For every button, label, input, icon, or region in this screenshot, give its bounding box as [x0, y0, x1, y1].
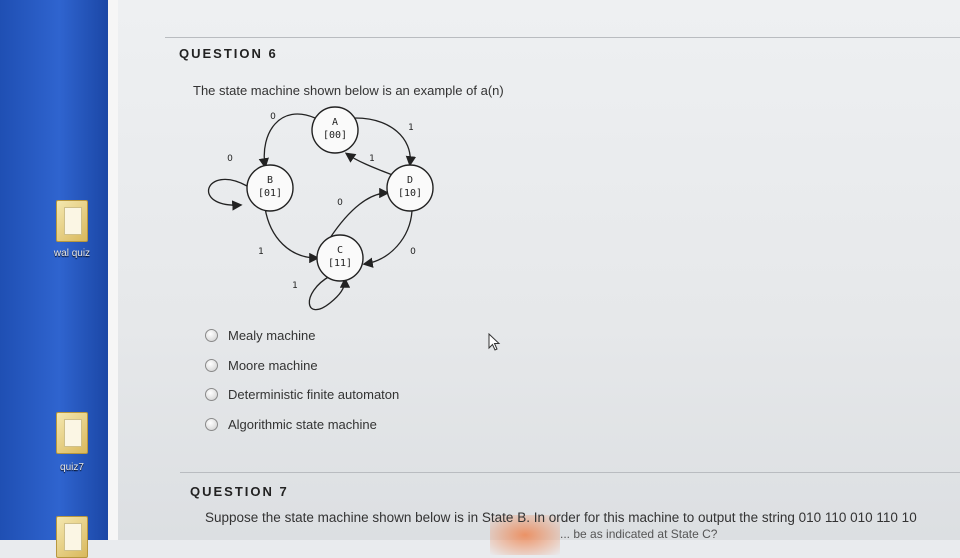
label-c-self: 1 — [292, 281, 298, 291]
label-b-self: 0 — [227, 154, 233, 164]
label-a-to-d: 1 — [408, 123, 414, 133]
desktop-icon-quiz7[interactable]: quiz7 — [46, 412, 98, 473]
question-6-title: QUESTION 6 — [179, 46, 278, 61]
transition-c-self — [308, 275, 351, 311]
folder-icon — [56, 412, 88, 454]
divider — [180, 472, 960, 473]
mouse-cursor-icon — [488, 333, 501, 351]
label-c-to-d: 0 — [337, 198, 343, 208]
question-7-prompt-continued: ... be as indicated at State C? — [560, 527, 718, 541]
state-c-circle — [316, 234, 364, 282]
state-machine-diagram: A [00] B [01] D [10] C [11] 0 1 1 0 0 1 … — [207, 106, 434, 311]
option-label: Mealy machine — [228, 327, 316, 343]
question-6-prompt: The state machine shown below is an exam… — [193, 83, 504, 98]
state-d-name: D — [407, 175, 413, 186]
state-d-circle — [386, 164, 434, 212]
state-b-name: B — [267, 175, 273, 186]
state-a-code: [00] — [323, 130, 347, 141]
label-a-to-b: 0 — [270, 112, 276, 122]
radio-button[interactable] — [205, 417, 218, 431]
option-asm[interactable]: Algorithmic state machine — [205, 416, 377, 432]
radio-button[interactable] — [205, 358, 218, 372]
state-b-circle — [246, 164, 294, 212]
transition-b-to-c — [264, 207, 320, 264]
label-b-to-c: 1 — [258, 247, 264, 257]
state-d-code: [10] — [398, 188, 422, 199]
folder-icon — [56, 516, 88, 558]
label-d-to-c: 0 — [410, 247, 416, 257]
state-c-code: [11] — [328, 258, 352, 269]
state-a-circle — [311, 106, 359, 154]
divider — [165, 37, 960, 38]
state-b-code: [01] — [258, 188, 282, 199]
radio-button[interactable] — [205, 328, 218, 342]
label-d-to-a: 1 — [369, 154, 375, 164]
question-7-prompt: Suppose the state machine shown below is… — [205, 510, 917, 525]
transition-c-to-d — [329, 187, 390, 239]
desktop-icon-wal-quiz[interactable]: wal quiz — [46, 200, 98, 259]
option-label: Deterministic finite automaton — [228, 386, 400, 402]
option-label: Algorithmic state machine — [228, 416, 377, 432]
option-moore[interactable]: Moore machine — [205, 357, 318, 373]
desktop-icon-label: quiz7 — [60, 462, 84, 473]
transition-a-to-b — [258, 113, 316, 169]
desktop-area: wal quiz quiz7 — [0, 0, 108, 558]
desktop-icon-label: wal quiz — [53, 248, 91, 259]
transition-a-to-d — [354, 117, 417, 167]
question-7-title: QUESTION 7 — [190, 484, 289, 499]
option-mealy[interactable]: Mealy machine — [205, 327, 315, 343]
state-c-name: C — [337, 245, 343, 256]
folder-icon — [56, 200, 88, 242]
transition-d-to-c — [362, 210, 413, 268]
quiz-page — [108, 0, 960, 540]
transition-b-self — [207, 178, 248, 211]
state-a-name: A — [332, 117, 338, 128]
radio-button[interactable] — [205, 387, 218, 401]
option-label: Moore machine — [228, 357, 318, 373]
option-dfa[interactable]: Deterministic finite automaton — [205, 386, 399, 402]
desktop-icon-partial[interactable] — [46, 516, 98, 558]
